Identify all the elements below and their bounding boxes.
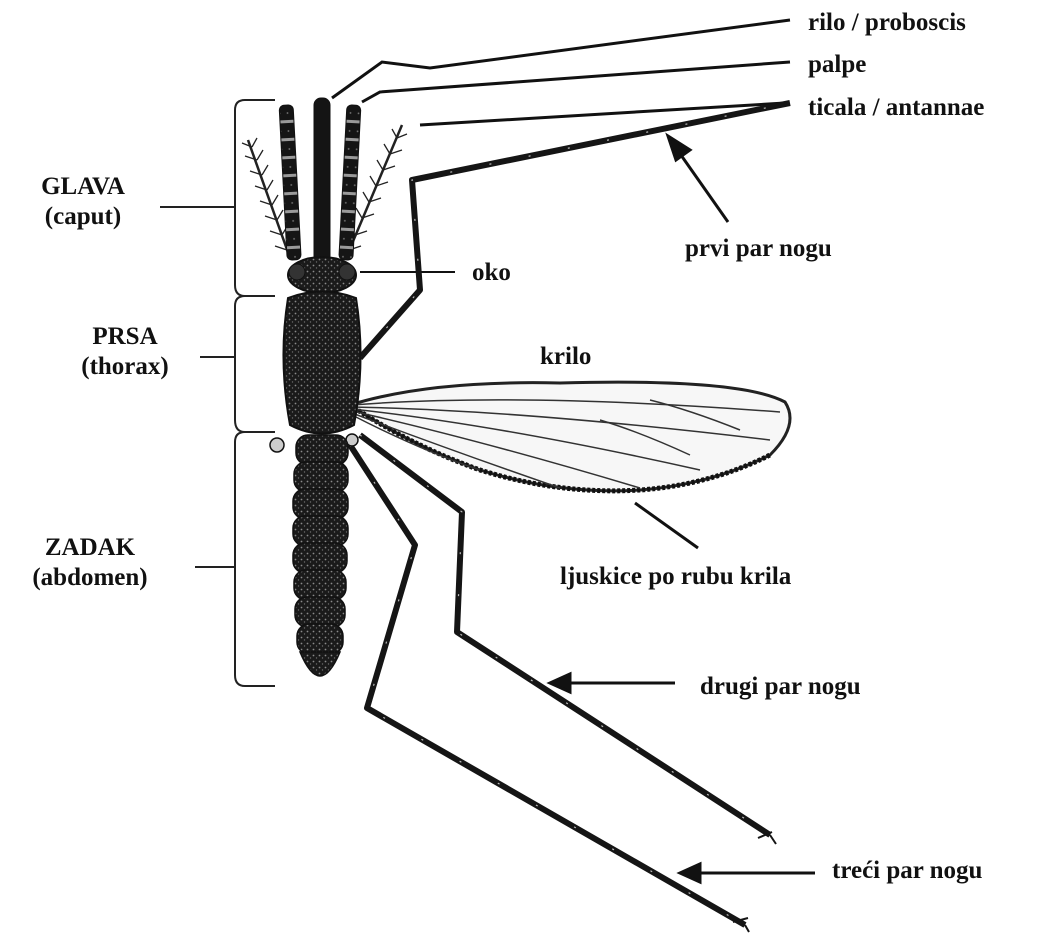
wing-scales-leader <box>635 503 698 548</box>
third-leg-bands <box>350 445 745 925</box>
third-legs-label: treći par nogu <box>832 856 982 886</box>
abdomen <box>293 435 348 676</box>
second-leg-claw <box>758 832 776 844</box>
first-legs-arrow-head <box>668 136 690 160</box>
third-leg <box>350 445 745 925</box>
head-name: GLAVA <box>8 172 158 202</box>
right-palp <box>339 105 361 261</box>
right-eye <box>339 264 355 280</box>
second-legs-label: drugi par nogu <box>700 672 861 702</box>
third-legs-arrow-head <box>680 864 700 882</box>
abdomen-name: ZADAK <box>0 533 180 563</box>
palps-label: palpe <box>808 50 866 80</box>
wing-scales-label: ljuskice po rubu krila <box>560 562 791 592</box>
abdomen-segment-label: ZADAK (abdomen) <box>0 533 180 593</box>
mouthparts <box>279 98 361 263</box>
second-legs-arrow-head <box>550 674 570 692</box>
thorax-bracket <box>235 296 275 432</box>
thorax <box>283 292 360 434</box>
proboscis-leader <box>332 20 790 98</box>
thorax-latin: (thorax) <box>50 352 200 382</box>
first-legs-label: prvi par nogu <box>685 234 832 264</box>
second-leg <box>360 435 770 835</box>
second-leg-bands <box>360 435 770 835</box>
first-legs-arrow-shaft <box>676 148 728 222</box>
wing-label: krilo <box>540 342 591 372</box>
head-latin: (caput) <box>8 202 158 232</box>
left-eye <box>289 264 305 280</box>
first-leg-bands <box>360 103 790 358</box>
segment-brackets <box>160 100 275 686</box>
antennae-label: ticala / antannae <box>808 93 984 123</box>
proboscis <box>314 98 330 263</box>
thorax-name: PRSA <box>50 322 200 352</box>
head-segment-label: GLAVA (caput) <box>8 172 158 232</box>
abdomen-latin: (abdomen) <box>0 563 180 593</box>
proboscis-label: rilo / proboscis <box>808 8 966 38</box>
first-leg <box>360 103 790 358</box>
abdomen-bracket <box>235 432 275 686</box>
thorax-segment-label: PRSA (thorax) <box>50 322 200 382</box>
eye-label: oko <box>472 258 511 288</box>
